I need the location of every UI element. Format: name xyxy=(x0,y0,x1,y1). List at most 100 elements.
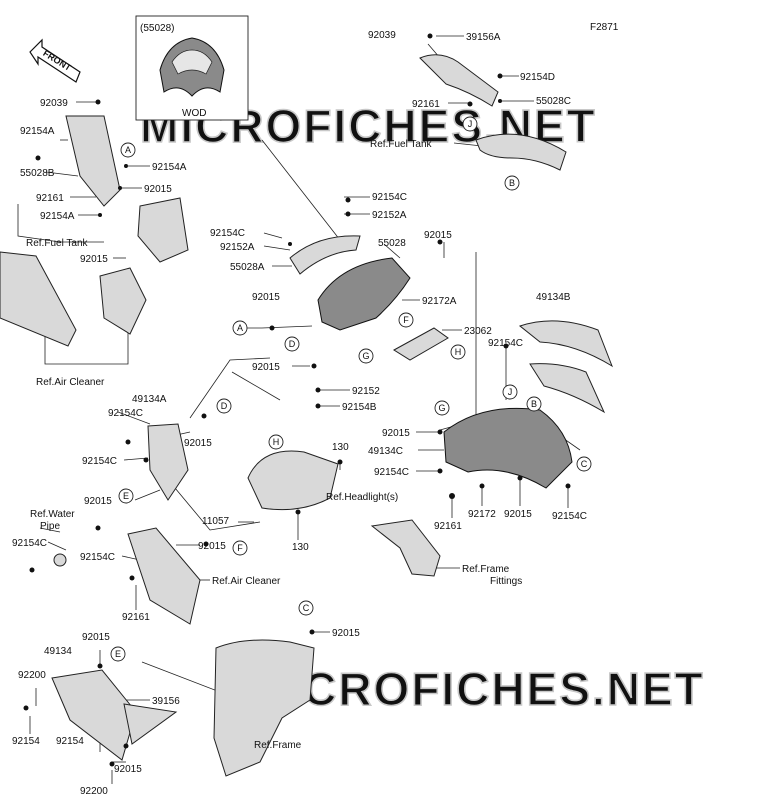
part-label: 92154A xyxy=(152,162,187,173)
part-frame xyxy=(213,639,315,777)
part-left-side-cowl xyxy=(65,115,121,207)
part-label: 92154C xyxy=(210,228,245,239)
part-label: 92154C xyxy=(80,552,115,563)
part-label: 92154B xyxy=(342,402,377,413)
part-label: 92015 xyxy=(332,628,360,639)
part-label: 92015 xyxy=(114,764,142,775)
svg-text:J: J xyxy=(468,119,473,129)
callout-circle: J xyxy=(502,384,518,400)
svg-text:H: H xyxy=(455,347,462,357)
part-water-pipe xyxy=(53,553,67,567)
part-49134b-upper xyxy=(518,320,614,368)
front-arrow-icon: FRONT xyxy=(29,38,81,83)
ref-label: Ref.Fuel Tank xyxy=(370,139,433,150)
part-label: 55028C xyxy=(536,96,571,107)
part-label: 92015 xyxy=(252,362,280,373)
callout-circle: D xyxy=(216,398,232,414)
callout-circle: B xyxy=(504,175,520,191)
callout-circle: C xyxy=(576,456,592,472)
part-39156-strip xyxy=(123,703,178,745)
part-label: 92161 xyxy=(434,521,462,532)
svg-text:B: B xyxy=(531,399,537,409)
part-fuel-tank-cover xyxy=(475,133,567,171)
svg-text:A: A xyxy=(125,145,131,155)
callout-circle: A xyxy=(232,320,248,336)
svg-text:F: F xyxy=(403,315,409,325)
part-label: 39156A xyxy=(466,32,501,43)
part-label: 92154C xyxy=(108,408,143,419)
part-label: 92172 xyxy=(468,509,496,520)
inset-box: (55028) WOD xyxy=(135,15,249,121)
watermark-bottom: MICROFICHES.NET xyxy=(248,663,705,715)
part-label: 92161 xyxy=(36,193,64,204)
part-49134c-front-cowl xyxy=(443,407,573,489)
part-label: 49134B xyxy=(536,292,571,303)
part-label: 55028A xyxy=(230,262,265,273)
callout-circle: F xyxy=(232,540,248,556)
part-23062-bracket xyxy=(393,327,449,361)
reference-labels: Ref.Fuel Tank Ref.Fuel Tank Ref.Air Clea… xyxy=(26,139,522,751)
callout-circle: H xyxy=(450,344,466,360)
inset-note: WOD xyxy=(182,108,206,119)
part-label: 92015 xyxy=(80,254,108,265)
part-label: 92015 xyxy=(84,496,112,507)
part-frame-fitting xyxy=(370,519,441,577)
ref-label: Ref.Air Cleaner xyxy=(36,377,105,388)
callout-circle: A xyxy=(120,142,136,158)
part-49134-lower-panel xyxy=(51,669,137,761)
figure-code: F2871 xyxy=(590,22,619,33)
part-label: 92154C xyxy=(374,467,409,478)
part-label: 55028 xyxy=(378,238,406,249)
part-label: 11057 xyxy=(202,516,230,527)
part-49134b-lower xyxy=(529,363,606,414)
part-label: 92154C xyxy=(82,456,117,467)
part-label: 92154C xyxy=(552,511,587,522)
svg-text:D: D xyxy=(289,339,296,349)
part-label: 39156 xyxy=(152,696,180,707)
part-label: 92161 xyxy=(122,612,150,623)
callout-circle: E xyxy=(118,488,134,504)
part-label: 55028B xyxy=(20,168,55,179)
part-label: 92154C xyxy=(12,538,47,549)
callout-circle: E xyxy=(110,646,126,662)
part-label: 92161 xyxy=(412,99,440,110)
svg-text:D: D xyxy=(221,401,228,411)
svg-text:G: G xyxy=(362,351,369,361)
callout-circle: B xyxy=(526,396,542,412)
part-headlight-assembly xyxy=(247,450,339,511)
part-number-labels: 92039 39156A 92154D 92161 55028C 92039 9… xyxy=(12,30,587,797)
part-air-cleaner-cover xyxy=(99,267,147,335)
callout-circles: J B A A F D G H D J G B C H E F C E xyxy=(110,116,592,662)
part-label: 92015 xyxy=(382,428,410,439)
part-label: 92200 xyxy=(80,786,108,797)
part-label: 92015 xyxy=(198,541,226,552)
part-label: 92154 xyxy=(12,736,40,747)
part-label: 92152A xyxy=(372,210,407,221)
callout-circle: F xyxy=(398,312,414,328)
part-49134a-bracket xyxy=(147,423,189,501)
part-label: 92015 xyxy=(252,292,280,303)
part-label: 92154 xyxy=(56,736,84,747)
callout-circle: H xyxy=(268,434,284,450)
part-label: 92152A xyxy=(220,242,255,253)
ref-label: Fittings xyxy=(490,576,522,587)
part-label: 92015 xyxy=(504,509,532,520)
callout-circle: C xyxy=(298,600,314,616)
part-label: 130 xyxy=(292,542,309,553)
callout-circle: J xyxy=(462,116,478,132)
ref-label: Ref.Frame xyxy=(462,564,510,575)
inset-part-number: (55028) xyxy=(140,23,174,34)
part-label: 92015 xyxy=(82,632,110,643)
part-label: 49134C xyxy=(368,446,403,457)
callout-circle: G xyxy=(434,400,450,416)
ref-label: Ref.Fuel Tank xyxy=(26,238,89,249)
part-label: 92154A xyxy=(40,211,75,222)
part-label: 92015 xyxy=(424,230,452,241)
ref-label: Ref.Frame xyxy=(254,740,302,751)
part-label: 130 xyxy=(332,442,349,453)
part-label: 92154A xyxy=(20,126,55,137)
part-label: 92154C xyxy=(488,338,523,349)
ref-label: Ref.Air Cleaner xyxy=(212,576,281,587)
part-inner-cowl xyxy=(317,257,411,331)
